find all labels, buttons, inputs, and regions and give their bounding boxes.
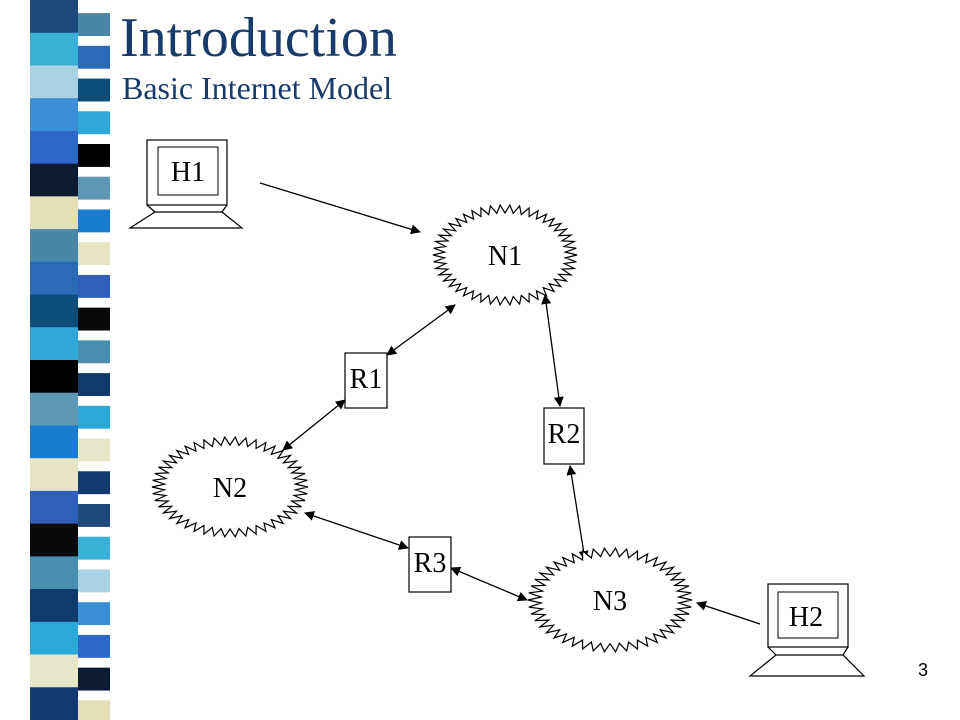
side-strip-block bbox=[30, 294, 78, 328]
page-number: 3 bbox=[917, 660, 928, 680]
side-strip-block bbox=[78, 471, 110, 495]
network-n2-label: N2 bbox=[213, 473, 247, 504]
side-strip-block bbox=[78, 634, 110, 658]
side-strip-block bbox=[78, 176, 110, 200]
side-strip-block bbox=[78, 144, 110, 167]
host-h2-screen bbox=[777, 591, 839, 639]
router-r3-label: R3 bbox=[414, 548, 447, 579]
side-strip-block bbox=[30, 589, 78, 623]
host-h1-stand-right bbox=[221, 204, 228, 213]
link-r2-n3 bbox=[566, 465, 589, 561]
side-strip-block bbox=[30, 392, 78, 426]
side-strip-block bbox=[30, 0, 78, 34]
link-r3-n3 bbox=[450, 566, 528, 602]
side-strip-block bbox=[30, 490, 78, 525]
side-strip-block bbox=[78, 274, 110, 298]
side-strip-block bbox=[30, 523, 78, 557]
network-n2-cloud bbox=[151, 435, 309, 539]
side-strip-block bbox=[78, 242, 110, 266]
side-strip-block bbox=[30, 556, 78, 590]
side-strip-block bbox=[30, 130, 78, 165]
side-strip-block bbox=[30, 229, 78, 263]
network-n1: N1 bbox=[432, 203, 578, 307]
network-n3-cloud bbox=[527, 546, 693, 654]
side-strip-block bbox=[30, 654, 78, 688]
side-strip-block bbox=[30, 261, 78, 296]
side-strip-block bbox=[30, 327, 78, 361]
side-strip-block bbox=[78, 536, 110, 560]
network-n1-label: N1 bbox=[488, 241, 522, 272]
router-r3-box bbox=[408, 536, 452, 593]
slide-subtitle: Basic Internet Model bbox=[122, 70, 393, 106]
side-strip-block bbox=[30, 360, 78, 394]
network-n2: N2 bbox=[151, 435, 309, 539]
side-strip-block bbox=[78, 111, 110, 135]
host-h2-label: H2 bbox=[789, 602, 823, 633]
router-r1-label: R1 bbox=[350, 364, 383, 395]
side-strip-block bbox=[78, 45, 110, 69]
slide-title: Introduction bbox=[120, 7, 397, 69]
host-h2-keyboard bbox=[748, 654, 866, 677]
side-strip-block bbox=[30, 163, 78, 197]
router-r2-box bbox=[543, 407, 585, 465]
side-strip-block bbox=[78, 438, 110, 462]
side-strip-block bbox=[78, 602, 110, 626]
side-strip-block bbox=[78, 405, 110, 429]
side-strip-block bbox=[30, 621, 78, 656]
side-strip-block bbox=[78, 13, 110, 37]
router-r3: R3 bbox=[408, 536, 452, 593]
side-strip-block bbox=[78, 307, 110, 331]
side-strip-block bbox=[78, 667, 110, 691]
side-strip-block bbox=[78, 569, 110, 593]
host-h1-label: H1 bbox=[171, 157, 205, 188]
side-strip-block bbox=[30, 65, 78, 99]
network-n1-cloud bbox=[432, 203, 578, 307]
side-strip-block bbox=[78, 373, 110, 396]
host-h1: H1 bbox=[127, 139, 244, 229]
side-strip-block bbox=[78, 209, 110, 233]
host-h2: H2 bbox=[748, 583, 866, 677]
host-h1-stand-left bbox=[146, 204, 156, 213]
side-strip-block bbox=[30, 196, 78, 230]
router-r2: R2 bbox=[543, 407, 585, 465]
host-h2-stand-right bbox=[842, 646, 849, 656]
network-n3: N3 bbox=[527, 546, 693, 654]
decorative-side-strip bbox=[30, 0, 110, 720]
links bbox=[259, 182, 761, 625]
side-strip-block bbox=[78, 78, 110, 102]
host-h2-stand-left bbox=[767, 646, 777, 656]
network-n3-label: N3 bbox=[593, 586, 627, 617]
side-strip-block bbox=[30, 425, 78, 459]
side-strip-block bbox=[30, 32, 78, 66]
link-r2-n1 bbox=[541, 294, 564, 407]
side-strip-block bbox=[30, 687, 78, 720]
link-h1-n1 bbox=[259, 182, 421, 235]
link-r1-n2 bbox=[282, 399, 346, 451]
host-h1-keyboard bbox=[127, 211, 244, 229]
router-r1: R1 bbox=[344, 352, 388, 409]
side-strip-block bbox=[78, 504, 110, 527]
side-strip-block bbox=[30, 98, 78, 132]
link-r1-n1 bbox=[386, 304, 456, 356]
link-r3-n2 bbox=[304, 511, 409, 550]
router-r1-box bbox=[344, 352, 388, 409]
host-h1-screen bbox=[157, 146, 219, 196]
side-strip-block bbox=[30, 458, 78, 492]
side-strip-block bbox=[78, 700, 110, 720]
router-r2-label: R2 bbox=[548, 419, 581, 450]
link-h2-n3 bbox=[696, 601, 761, 625]
side-strip-block bbox=[78, 340, 110, 364]
